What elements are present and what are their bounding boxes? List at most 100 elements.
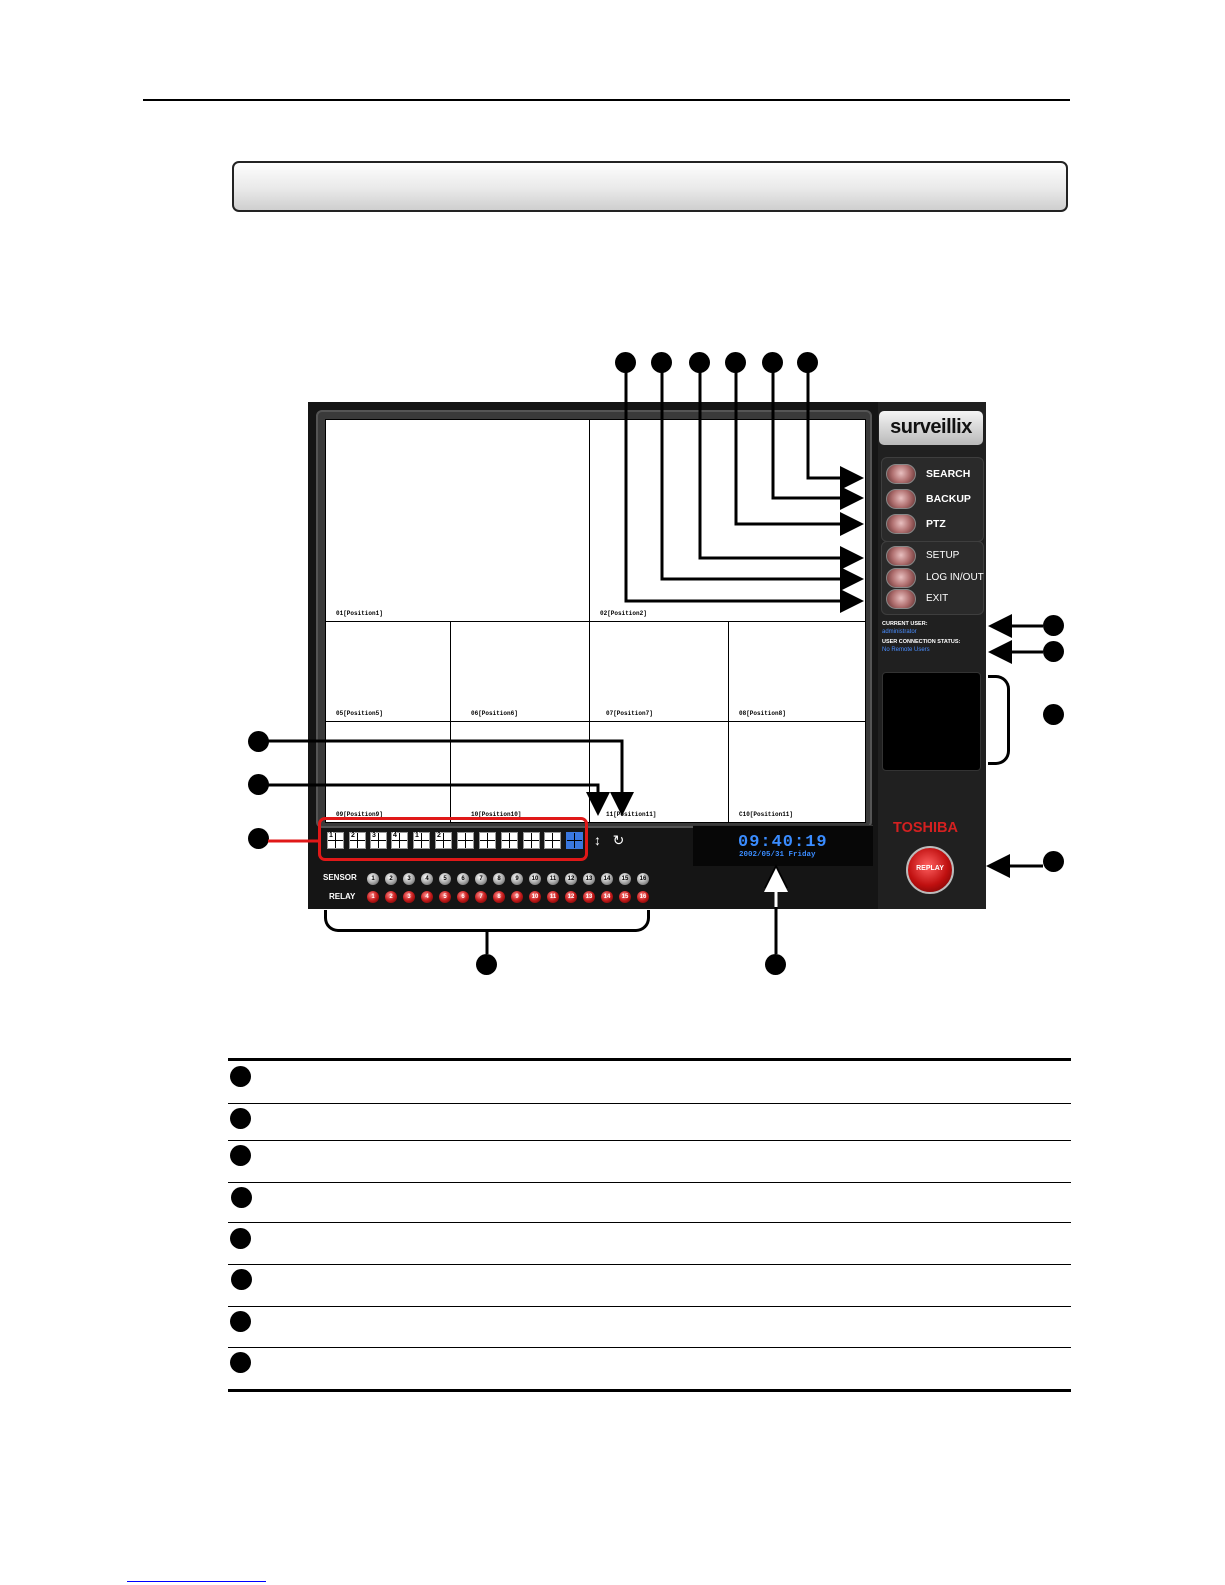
sensor-indicator[interactable]: 8 [493,873,505,885]
relay-indicator[interactable]: 12 [565,891,577,903]
sensor-indicator[interactable]: 6 [457,873,469,885]
callout-marker [1043,615,1064,636]
callout-marker [248,731,269,752]
dvr-application-window: 01[Position1] 02[Position2] 05[Position5… [308,402,986,909]
callout-marker [248,774,269,795]
video-grid: 01[Position1] 02[Position2] 05[Position5… [325,419,866,823]
sensor-indicator[interactable]: 5 [439,873,451,885]
relay-indicator[interactable]: 15 [619,891,631,903]
sensor-indicator[interactable]: 12 [565,873,577,885]
table-row-rule [228,1182,1071,1183]
sensor-indicator[interactable]: 13 [583,873,595,885]
sensor-indicator[interactable]: 14 [601,873,613,885]
relay-indicator[interactable]: 9 [511,891,523,903]
camera-tile[interactable]: 10[Position10] [451,722,590,822]
camera-tile[interactable]: C10[Position11] [739,811,794,818]
camera-tile[interactable]: 02[Position2] [590,420,866,622]
sensor-indicator[interactable]: 4 [421,873,433,885]
callout-marker [1043,704,1064,725]
callout-marker [765,954,786,975]
legend-marker [230,1108,251,1129]
legend-marker [230,1145,251,1166]
layout-number: 1 [415,832,419,840]
layout-10-button[interactable] [457,832,474,849]
camera-tile[interactable]: 07[Position7] [590,622,729,722]
sensor-indicator[interactable]: 9 [511,873,523,885]
backup-button[interactable]: BACKUP [886,489,986,509]
setup-button[interactable]: SETUP [886,546,986,566]
relay-indicator[interactable]: 6 [457,891,469,903]
log-in-out-button[interactable]: LOG IN/OUT [886,568,986,588]
sequence-icon[interactable]: ↻ [612,832,625,848]
header-rule [143,99,1070,101]
relay-label: RELAY [329,892,356,901]
layout-highlight [318,817,588,861]
callout-marker [248,828,269,849]
relay-indicator[interactable]: 10 [529,891,541,903]
layout-6-button[interactable] [501,832,518,849]
relay-indicator[interactable]: 5 [439,891,451,903]
legend-marker [230,1066,251,1087]
relay-indicator[interactable]: 8 [493,891,505,903]
layout-9-button[interactable]: 2 [435,832,452,849]
callout-marker [651,352,672,373]
layout-number: 1 [329,832,333,840]
callout-marker [615,352,636,373]
sensor-indicator[interactable]: 2 [385,873,397,885]
layout-single-button[interactable]: 1 [327,832,344,849]
relay-indicator[interactable]: 7 [475,891,487,903]
clock-date: 2002/05/31 Friday [739,851,816,859]
camera-tile[interactable]: 08[Position8] [729,622,866,722]
relay-indicator[interactable]: 11 [547,891,559,903]
layout-8-button[interactable] [544,832,561,849]
relay-indicator[interactable]: 13 [583,891,595,903]
legend-marker [230,1228,251,1249]
legend-marker [231,1269,252,1290]
ptz-button[interactable]: PTZ [886,514,986,534]
camera-tile[interactable]: 01[Position1] [326,420,590,622]
relay-indicator[interactable]: 16 [637,891,649,903]
layout-number: 3 [372,832,376,840]
layout-quad-button[interactable]: 4 [391,832,408,849]
layout-6-button[interactable] [523,832,540,849]
relay-indicator[interactable]: 1 [367,891,379,903]
layout-quad-button[interactable]: 2 [349,832,366,849]
sensor-indicator[interactable]: 3 [403,873,415,885]
sensor-indicator[interactable]: 1 [367,873,379,885]
sensor-indicator[interactable]: 11 [547,873,559,885]
user-status: CURRENT USER: administrator USER CONNECT… [882,621,961,653]
sensor-indicator[interactable]: 15 [619,873,631,885]
relay-indicator[interactable]: 3 [403,891,415,903]
layout-quad-button[interactable]: 3 [370,832,387,849]
legend-marker [230,1311,251,1332]
full-screen-icon[interactable]: ↕ [594,832,601,848]
relay-indicator[interactable]: 14 [601,891,613,903]
exit-button[interactable]: EXIT [886,589,986,609]
door-icon [886,589,916,609]
callout-marker [797,352,818,373]
backup-icon [886,489,916,509]
sensor-indicator[interactable]: 16 [637,873,649,885]
camera-tile[interactable]: 09[Position9] [326,722,451,822]
relay-indicator[interactable]: 4 [421,891,433,903]
camera-tile[interactable]: 06[Position6] [451,622,590,722]
replay-button[interactable] [906,846,954,894]
layout-9-button[interactable]: 1 [413,832,430,849]
layout-number: 4 [393,832,397,840]
preview-window [882,672,981,771]
search-button[interactable]: SEARCH [886,464,986,484]
legend-marker [230,1352,251,1373]
layout-16-button[interactable] [479,832,496,849]
callout-marker [476,954,497,975]
relay-indicator[interactable]: 2 [385,891,397,903]
camera-tile[interactable]: 05[Position5] [326,622,451,722]
layout-16-selected-button[interactable] [566,832,583,849]
table-bottom-rule [228,1389,1071,1392]
sensor-indicator[interactable]: 7 [475,873,487,885]
clock-time: 09:40:19 [738,833,828,852]
eye-icon [886,464,916,484]
clock-panel [693,825,873,866]
key-icon [886,568,916,588]
sensor-indicator[interactable]: 10 [529,873,541,885]
